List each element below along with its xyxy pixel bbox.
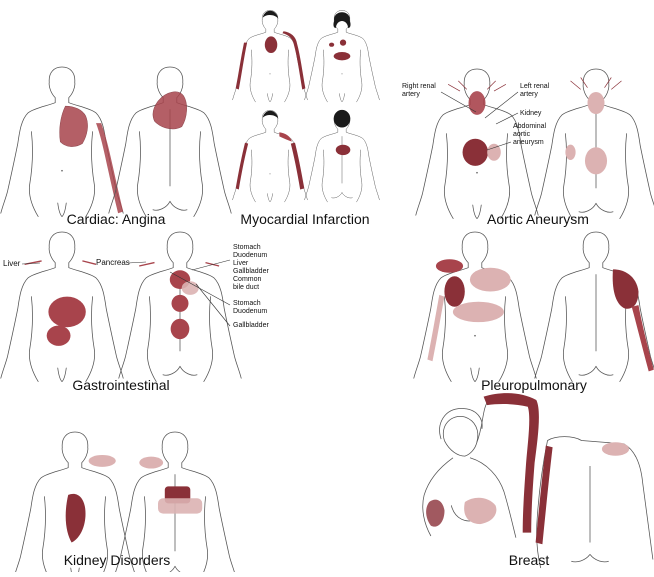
gi-leader-lines <box>21 259 231 327</box>
label-gallbladder: Gallbladder <box>233 322 269 329</box>
pleuro-front-shoulder-area <box>435 259 464 273</box>
mi-bottom-front-figure <box>232 110 308 203</box>
mi-top-back-figure <box>304 10 380 103</box>
kidney-front-flank-area <box>65 493 86 543</box>
label-gi-upper-group: Stomach Duodenum Liver Gallbladder Commo… <box>233 244 269 291</box>
aneurysm-abdominal-pain-area <box>462 138 489 166</box>
angina-back-figure <box>108 66 232 217</box>
label-liver: Liver <box>3 259 21 268</box>
aneurysm-back-lower-area <box>584 147 608 175</box>
breast-back-figure <box>535 436 654 569</box>
pleuro-back-figure <box>534 231 654 382</box>
gi-front-pain-area-lower <box>46 325 71 346</box>
kidney-back-figure <box>113 431 237 577</box>
pleuro-back-arm-area <box>631 305 654 372</box>
breast-arm-pain-area <box>483 393 539 533</box>
label-abdominal-aortic-aneurysm: Abdominal aortic aneurysm <box>513 123 547 146</box>
caption-myocardial-infarction: Myocardial Infarction <box>240 211 370 227</box>
aneurysm-upper-pain-area <box>468 91 486 115</box>
kidney-back-shoulder-area <box>139 456 164 469</box>
gi-front-pain-area-upper <box>48 296 86 328</box>
gi-back-spot-4 <box>170 318 190 340</box>
gi-back-figure <box>118 231 242 382</box>
label-left-renal-artery: Left renal artery <box>520 83 550 98</box>
breast-chest-pain-area <box>464 497 497 525</box>
breast-back-shoulder-area <box>601 442 630 456</box>
label-kidney: Kidney <box>520 110 542 117</box>
gi-front-figure <box>0 231 124 383</box>
kidney-front-shoulder-area <box>88 454 116 467</box>
breast-front-figure <box>422 393 539 538</box>
mi-bottom-front-shoulder-pain <box>279 132 292 142</box>
caption-kidney-disorders: Kidney Disorders <box>63 552 171 568</box>
angina-arm-pain-area <box>96 123 124 214</box>
pleuro-front-upper-area <box>469 267 511 292</box>
caption-aortic-aneurysm: Aortic Aneurysm <box>487 211 589 227</box>
caption-gastrointestinal: Gastrointestinal <box>72 377 170 393</box>
angina-front-pain-area <box>59 105 88 147</box>
mi-bottom-front-arm-pain <box>235 142 305 190</box>
mi-top-front-figure <box>232 10 308 103</box>
aneurysm-back-upper-area <box>587 91 605 115</box>
pleuro-front-arm-area <box>427 294 445 362</box>
breast-axilla-pain-area <box>426 499 445 527</box>
mi-bottom-back-head-hair <box>333 109 351 128</box>
aneurysm-leader-lines <box>440 91 519 151</box>
pleuro-back-shoulder-area <box>612 269 639 309</box>
mi-top-front-chest-spot <box>264 36 278 54</box>
caption-pleuropulmonary: Pleuropulmonary <box>481 377 587 393</box>
gi-back-spot-2 <box>181 281 199 295</box>
gi-back-spot-3 <box>171 294 189 312</box>
kidney-front-figure <box>13 431 137 577</box>
pleuro-front-figure <box>413 231 537 383</box>
pleuro-front-lower-area <box>452 301 504 323</box>
caption-breast: Breast <box>508 552 550 568</box>
mi-top-back-side-spot <box>329 42 335 47</box>
label-gi-middle-group: Stomach Duodenum <box>233 300 268 315</box>
mi-top-back-epigastric-spot <box>333 52 351 61</box>
kidney-back-band-area <box>158 498 203 514</box>
angina-front-figure <box>0 66 124 218</box>
angina-back-pain-area <box>152 91 187 130</box>
mi-bottom-back-figure <box>304 109 380 203</box>
caption-cardiac-angina: Cardiac: Angina <box>66 211 166 227</box>
mi-top-back-upper-spot <box>339 39 347 46</box>
pleuro-front-right-area <box>444 276 465 307</box>
aneurysm-front-figure <box>415 68 539 220</box>
label-pancreas: Pancreas <box>96 258 130 267</box>
mi-bottom-back-spot <box>335 144 351 156</box>
breast-back-arm-area <box>535 445 553 545</box>
label-right-renal-artery: Right renal artery <box>402 83 436 98</box>
aneurysm-back-figure <box>534 68 654 219</box>
